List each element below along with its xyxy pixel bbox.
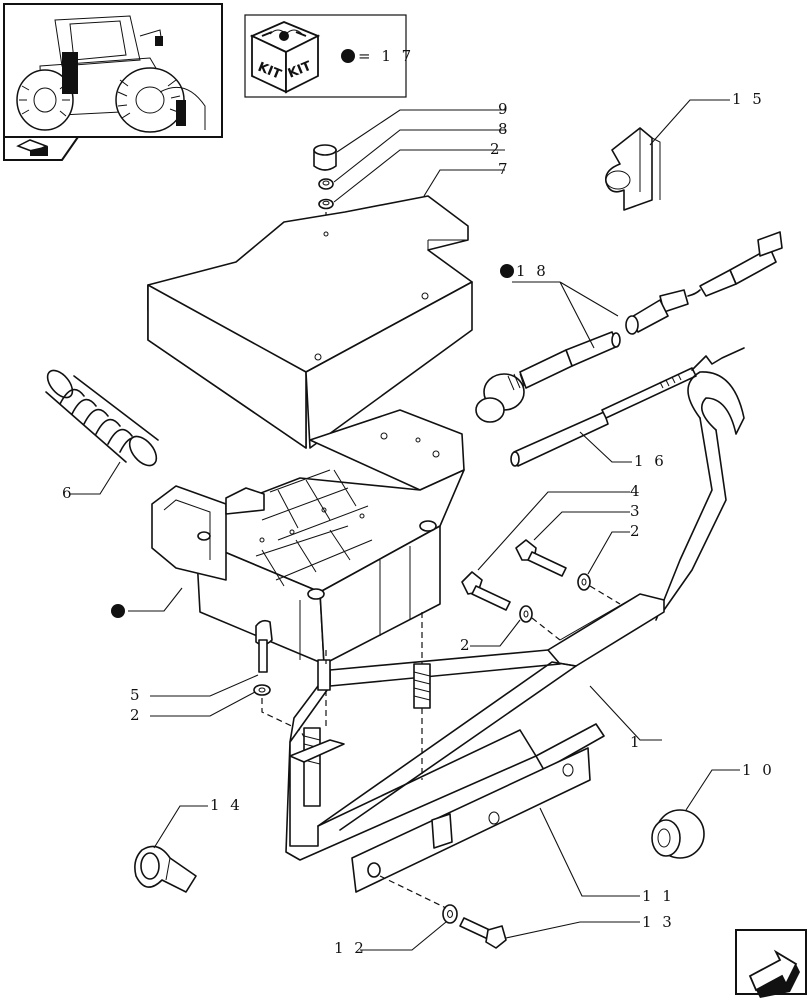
callout-14: 1 4 [210,796,243,814]
part-2-washer-left [253,684,271,696]
callout-6: 6 [62,484,75,502]
part-7-cover [147,195,473,449]
callout-5: 5 [130,686,143,704]
part-18-cable-assembly [475,231,783,423]
part-6-spring [45,369,159,467]
kit-legend: KIT KIT = 1 7 [244,14,414,98]
part-2-washer-right-upper [577,573,591,591]
part-5-bolt [255,619,273,673]
assembly-lines-studs [325,612,423,780]
callout-8: 8 [498,120,511,138]
callout-2-left: 2 [130,706,143,724]
part-16-rod [510,347,745,467]
callout-13: 1 3 [642,913,675,931]
callout-4: 4 [630,482,643,500]
callout-2-top: 2 [490,140,503,158]
main-unit-kit-bullet [111,604,125,618]
nav-back-icon [16,139,48,156]
callout-18: 1 8 [516,262,549,280]
part-13-bolt [459,917,507,949]
callout-16: 1 6 [634,452,667,470]
part-11-plate [351,747,591,893]
part-10-grommet [651,809,705,859]
part-1-bracket [285,371,745,861]
callout-1: 1 [630,733,643,751]
callout-2-right: 2 [630,522,643,540]
tractor-thumbnail-icon [16,15,206,133]
callout-10: 1 0 [742,761,775,779]
callout-15: 1 5 [732,90,765,108]
main-control-unit [151,409,465,665]
part-2-washer-top [318,198,334,210]
kit-legend-value: = 1 7 [358,47,414,65]
part-2-washer-right-lower [519,605,533,623]
callout-2-mid: 2 [460,636,473,654]
part-12-washer [442,904,458,924]
part-3-bolt [515,539,567,577]
part-9-cap [313,144,337,171]
next-page-button[interactable] [735,929,807,998]
callout-7: 7 [498,160,511,178]
part-4-bolt [461,571,511,611]
callout-9: 9 [498,100,511,118]
tractor-thumbnail[interactable] [3,3,223,138]
kit-bullet-icon [341,49,355,63]
part-15-clip [604,127,661,211]
next-page-arrow-icon [748,949,800,998]
part-8-washer [318,178,334,190]
part-18-kit-bullet [500,264,514,278]
part-14-clip [134,845,197,893]
callout-11: 1 1 [642,887,675,905]
nav-back-button[interactable] [3,136,80,161]
kit-box-icon: KIT KIT [249,21,321,94]
callout-12: 1 2 [334,939,367,957]
callout-3: 3 [630,502,643,520]
